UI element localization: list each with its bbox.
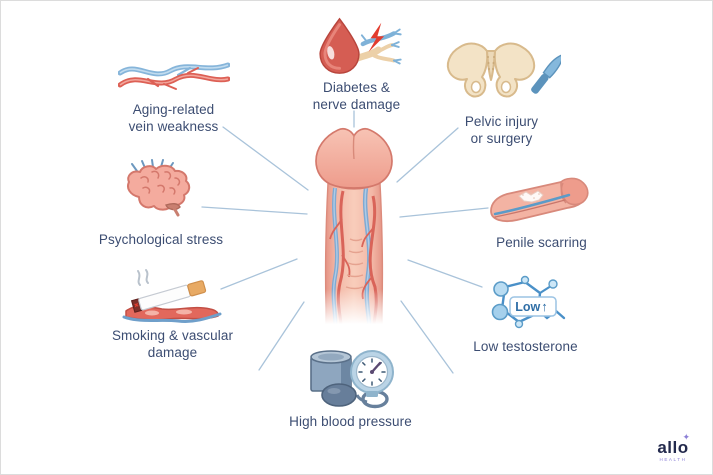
cause-label-diabetes: Diabetes & nerve damage bbox=[312, 80, 401, 112]
logo-wordmark: allo bbox=[657, 438, 689, 457]
cause-item-aging: Aging-related vein weakness bbox=[96, 57, 251, 135]
vein-weakness-icon bbox=[117, 57, 230, 97]
cause-item-scarring: Penile scarring bbox=[464, 177, 619, 251]
cause-label-aging: Aging-related vein weakness bbox=[128, 102, 219, 134]
cause-item-lowt: Low↑ Low testosterone bbox=[448, 273, 603, 355]
cause-label-smoking: Smoking & vascular damage bbox=[111, 328, 234, 360]
cigarette-vessel-icon bbox=[120, 267, 225, 325]
cause-item-stress: Psychological stress bbox=[86, 159, 236, 248]
penis-anatomy-illustration bbox=[309, 127, 399, 333]
cause-label-pelvic: Pelvic injury or surgery bbox=[464, 114, 539, 146]
cause-label-stress: Psychological stress bbox=[98, 232, 224, 247]
logo-tagline: HEALTH bbox=[659, 457, 687, 462]
cause-item-smoking: Smoking & vascular damage bbox=[95, 267, 250, 361]
brain-icon bbox=[117, 159, 205, 225]
cause-item-pelvic: Pelvic injury or surgery bbox=[424, 41, 579, 147]
sparkle-icon: ✦ bbox=[682, 432, 690, 442]
cause-item-diabetes: Diabetes & nerve damage bbox=[279, 13, 434, 113]
testosterone-molecule-icon: Low↑ bbox=[485, 273, 567, 335]
cause-label-hbp: High blood pressure bbox=[289, 414, 412, 429]
penile-scar-icon bbox=[489, 177, 594, 229]
pelvis-scalpel-icon bbox=[443, 41, 561, 109]
blood-drop-nerve-icon bbox=[311, 13, 403, 79]
blood-pressure-monitor-icon bbox=[305, 345, 397, 409]
cause-item-hbp: High blood pressure bbox=[273, 345, 428, 430]
allo-logo: ✦ allo HEALTH bbox=[650, 432, 696, 462]
cause-label-lowt: Low testosterone bbox=[473, 339, 578, 354]
cause-label-scarring: Penile scarring bbox=[496, 235, 587, 250]
low-t-badge: Low↑ bbox=[515, 298, 548, 315]
